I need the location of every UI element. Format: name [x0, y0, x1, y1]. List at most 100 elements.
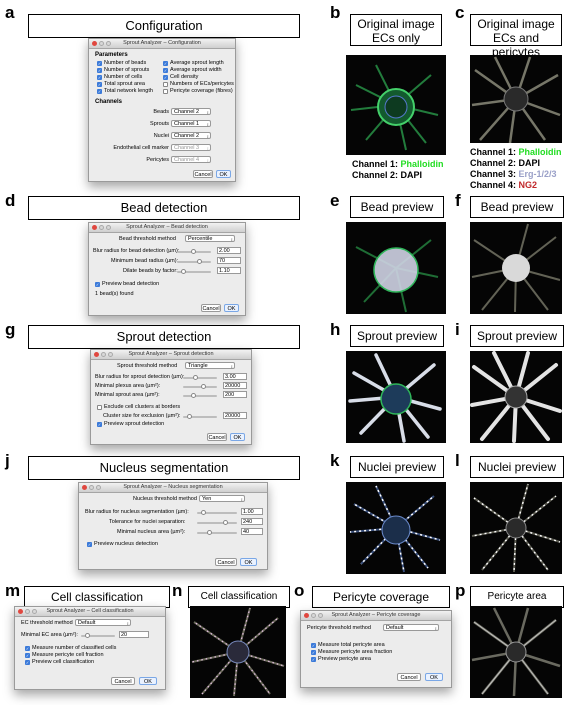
ec-marker-channel-select[interactable]: Channel 3	[171, 144, 211, 152]
zoom-icon[interactable]	[32, 609, 37, 614]
panel-label-m: m	[5, 581, 21, 600]
preview-bead-checkbox[interactable]: ✓	[95, 282, 100, 287]
slider-knob[interactable]	[201, 510, 206, 515]
preview-sprout-checkbox[interactable]: ✓	[97, 422, 102, 427]
preview-nucleus-checkbox[interactable]: ✓	[87, 542, 92, 547]
checkbox-pericyte-coverage[interactable]	[163, 89, 168, 94]
slider-knob[interactable]	[207, 530, 212, 535]
min-bead-radius-field[interactable]: 70	[217, 257, 241, 264]
cluster-size-field[interactable]: 20000	[223, 412, 247, 419]
min-nucleus-area-field[interactable]: 40	[241, 528, 263, 535]
preview-cell-classification-checkbox[interactable]: ✓	[25, 660, 30, 665]
min-bead-radius-slider[interactable]	[177, 259, 211, 264]
min-plexus-area-field[interactable]: 20000	[223, 382, 247, 389]
blur-radius-field[interactable]: 3.00	[223, 373, 247, 380]
blur-radius-field[interactable]: 1.00	[241, 508, 263, 515]
blur-radius-slider[interactable]	[183, 375, 217, 380]
exclude-clusters-checkbox[interactable]	[97, 405, 102, 410]
zoom-icon[interactable]	[108, 352, 113, 357]
minimize-icon[interactable]	[99, 41, 104, 46]
measure-pericyte-area-fraction-checkbox[interactable]: ✓	[311, 650, 316, 655]
minimize-icon[interactable]	[101, 352, 106, 357]
checkbox-total-sprout-area[interactable]: ✓	[97, 82, 102, 87]
slider-knob[interactable]	[181, 269, 186, 274]
preview-pericyte-area-checkbox[interactable]: ✓	[311, 657, 316, 662]
minimize-icon[interactable]	[25, 609, 30, 614]
cancel-button[interactable]: Cancel	[397, 673, 421, 681]
cancel-button[interactable]: Cancel	[207, 433, 227, 441]
ok-button[interactable]: OK	[216, 170, 231, 178]
cancel-button[interactable]: Cancel	[193, 170, 213, 178]
blur-radius-slider[interactable]	[197, 510, 237, 515]
cancel-button[interactable]: Cancel	[111, 677, 135, 685]
min-sprout-area-field[interactable]: 200	[223, 391, 247, 398]
checkbox-number-of-beads[interactable]: ✓	[97, 61, 102, 66]
minimize-icon[interactable]	[99, 225, 104, 230]
cancel-button[interactable]: Cancel	[215, 558, 237, 566]
sprout-threshold-method-select[interactable]: Triangle	[185, 362, 235, 370]
bead-preview-image-pericytes	[470, 222, 562, 314]
ok-button[interactable]: OK	[230, 433, 245, 441]
sprouts-channel-select[interactable]: Channel 1	[171, 120, 211, 128]
checkbox-total-network-length[interactable]: ✓	[97, 89, 102, 94]
checkbox-numbers-ecs-pericytes[interactable]	[163, 82, 168, 87]
measure-classified-cells-checkbox[interactable]: ✓	[25, 646, 30, 651]
close-icon[interactable]	[304, 613, 309, 618]
zoom-icon[interactable]	[318, 613, 323, 618]
tolerance-slider[interactable]	[197, 520, 237, 525]
row-label: Blur radius for sprout detection (µm):	[95, 374, 185, 380]
close-icon[interactable]	[82, 485, 87, 490]
close-icon[interactable]	[92, 225, 97, 230]
channel-label-nuclei: Nuclei	[153, 133, 169, 139]
slider-knob[interactable]	[85, 633, 90, 638]
close-icon[interactable]	[18, 609, 23, 614]
nucleus-threshold-method-select[interactable]: Yen	[199, 495, 245, 503]
ec-threshold-method-select[interactable]: Default	[75, 619, 131, 627]
measure-pericyte-fraction-checkbox[interactable]: ✓	[25, 653, 30, 658]
checkbox-average-sprout-length[interactable]: ✓	[163, 61, 168, 66]
blur-radius-field[interactable]: 2.00	[217, 247, 241, 254]
beads-channel-select[interactable]: Channel 2	[171, 108, 211, 116]
measure-total-pericyte-area-checkbox[interactable]: ✓	[311, 643, 316, 648]
minimize-icon[interactable]	[311, 613, 316, 618]
slider-knob[interactable]	[191, 393, 196, 398]
close-icon[interactable]	[92, 41, 97, 46]
zoom-icon[interactable]	[106, 41, 111, 46]
cluster-size-slider[interactable]	[183, 414, 217, 419]
cancel-button[interactable]: Cancel	[201, 304, 221, 312]
zoom-icon[interactable]	[106, 225, 111, 230]
checkbox-cell-density[interactable]: ✓	[163, 75, 168, 80]
checkbox-number-of-sprouts[interactable]: ✓	[97, 68, 102, 73]
pericyte-threshold-method-select[interactable]: Default	[383, 624, 439, 632]
ok-button[interactable]: OK	[425, 673, 443, 681]
slider-knob[interactable]	[201, 384, 206, 389]
close-icon[interactable]	[94, 352, 99, 357]
slider-knob[interactable]	[191, 249, 196, 254]
slider-knob[interactable]	[187, 414, 192, 419]
ok-button[interactable]: OK	[224, 304, 239, 312]
nuclei-channel-select[interactable]: Channel 2	[171, 132, 211, 140]
pericytes-channel-select[interactable]: Channel 4	[171, 156, 211, 164]
dilate-factor-slider[interactable]	[177, 269, 211, 274]
tolerance-field[interactable]: 240	[241, 518, 263, 525]
bead-threshold-method-select[interactable]: Percentile	[185, 235, 235, 243]
ok-button[interactable]: OK	[240, 558, 257, 566]
min-nucleus-area-slider[interactable]	[197, 530, 237, 535]
min-sprout-area-slider[interactable]	[183, 393, 217, 398]
min-ec-area-field[interactable]: 20	[119, 631, 149, 638]
checkbox-average-sprout-width[interactable]: ✓	[163, 68, 168, 73]
checkbox-number-of-cells[interactable]: ✓	[97, 75, 102, 80]
slider-knob[interactable]	[193, 375, 198, 380]
slider-knob[interactable]	[197, 259, 202, 264]
param-label: Total sprout area	[104, 81, 145, 87]
min-plexus-area-slider[interactable]	[183, 384, 217, 389]
ok-button[interactable]: OK	[139, 677, 157, 685]
panel-label-n: n	[172, 581, 183, 600]
dilate-factor-field[interactable]: 1.10	[217, 267, 241, 274]
zoom-icon[interactable]	[96, 485, 101, 490]
minimize-icon[interactable]	[89, 485, 94, 490]
blur-radius-slider[interactable]	[177, 249, 211, 254]
slider-knob[interactable]	[223, 520, 228, 525]
param-label: Numbers of ECs/pericytes	[170, 81, 234, 87]
min-ec-area-slider[interactable]	[81, 633, 115, 638]
